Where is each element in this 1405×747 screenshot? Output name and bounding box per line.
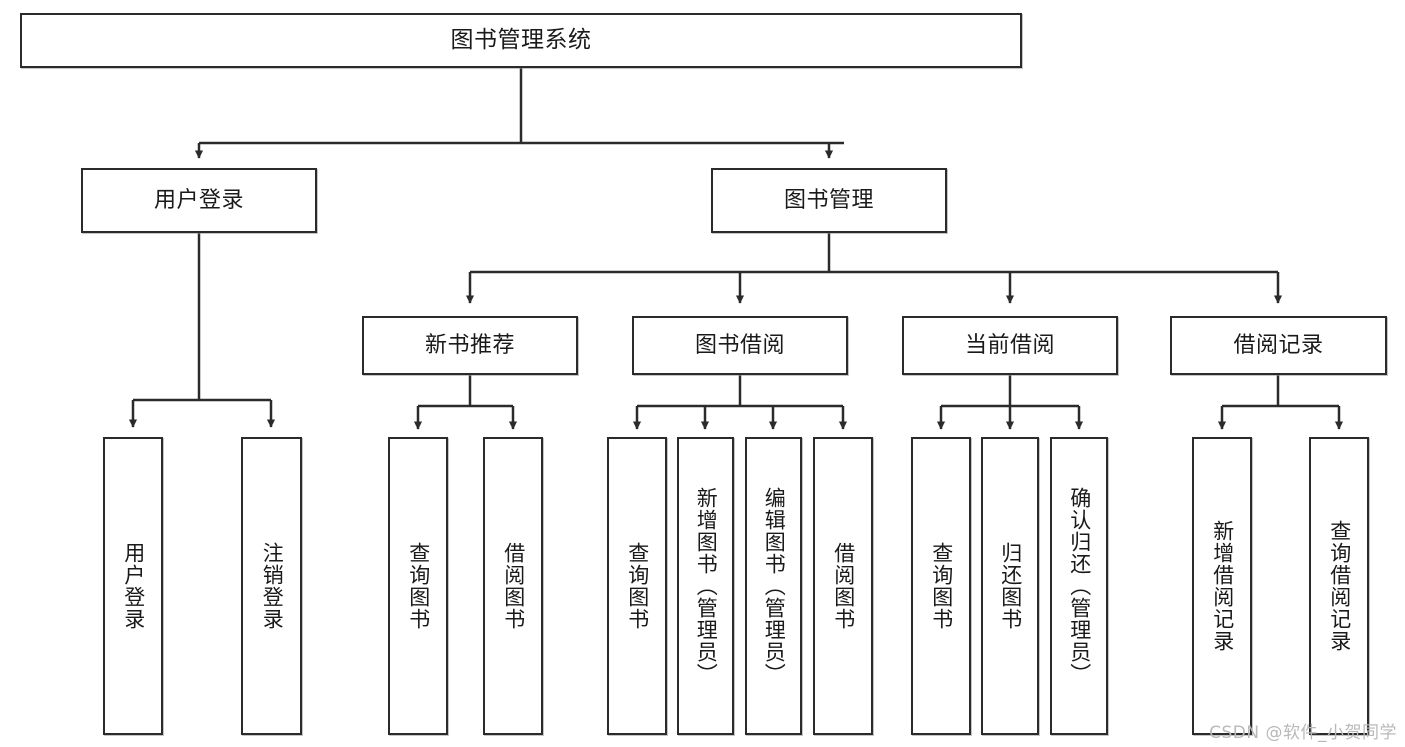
node-label: 归还图书 — [998, 542, 1023, 630]
node-label: 图书管理 — [783, 187, 874, 213]
node-leaf-logout-login[interactable]: 注销登录 — [241, 437, 302, 735]
node-label: 查询图书 — [406, 542, 431, 630]
node-label: 编辑图书（管理员） — [762, 487, 787, 685]
node-label: 新增图书（管理员） — [694, 487, 719, 685]
node-label: 查询图书 — [929, 542, 954, 630]
node-borrow-record[interactable]: 借阅记录 — [1170, 316, 1387, 375]
node-label: 当前借阅 — [964, 332, 1055, 358]
node-label: 注销登录 — [260, 542, 285, 630]
node-new-book-recommend[interactable]: 新书推荐 — [362, 316, 578, 375]
node-leaf-add-book[interactable]: 新增图书（管理员） — [677, 437, 734, 735]
node-label: 查询图书 — [625, 542, 650, 630]
node-user-login[interactable]: 用户登录 — [81, 168, 317, 233]
node-root-system[interactable]: 图书管理系统 — [20, 13, 1022, 68]
node-leaf-borrow-book-1[interactable]: 借阅图书 — [483, 437, 543, 735]
node-label: 图书管理系统 — [450, 26, 592, 53]
node-label: 图书借阅 — [694, 332, 785, 358]
node-leaf-return-book[interactable]: 归还图书 — [981, 437, 1039, 735]
node-leaf-edit-book[interactable]: 编辑图书（管理员） — [745, 437, 802, 735]
node-leaf-confirm-return[interactable]: 确认归还（管理员） — [1050, 437, 1108, 735]
node-label: 用户登录 — [121, 542, 146, 630]
node-label: 借阅图书 — [501, 542, 526, 630]
node-leaf-query-book-2[interactable]: 查询图书 — [607, 437, 667, 735]
node-leaf-borrow-book-2[interactable]: 借阅图书 — [813, 437, 873, 735]
node-leaf-user-login[interactable]: 用户登录 — [103, 437, 163, 735]
node-leaf-query-book-1[interactable]: 查询图书 — [388, 437, 448, 735]
node-leaf-add-record[interactable]: 新增借阅记录 — [1192, 437, 1252, 735]
node-book-borrow[interactable]: 图书借阅 — [632, 316, 848, 375]
node-label: 查询借阅记录 — [1327, 520, 1352, 652]
node-label: 借阅图书 — [831, 542, 856, 630]
node-current-borrow[interactable]: 当前借阅 — [902, 316, 1118, 375]
node-label: 新增借阅记录 — [1210, 520, 1235, 652]
node-label: 用户登录 — [153, 187, 244, 213]
node-book-manage[interactable]: 图书管理 — [711, 168, 947, 233]
node-label: 借阅记录 — [1233, 332, 1324, 358]
node-leaf-query-record[interactable]: 查询借阅记录 — [1309, 437, 1369, 735]
node-label: 新书推荐 — [424, 332, 515, 358]
node-leaf-query-book-3[interactable]: 查询图书 — [911, 437, 971, 735]
node-label: 确认归还（管理员） — [1067, 487, 1092, 685]
watermark-text: CSDN @软件_小贺同学 — [1209, 723, 1397, 743]
